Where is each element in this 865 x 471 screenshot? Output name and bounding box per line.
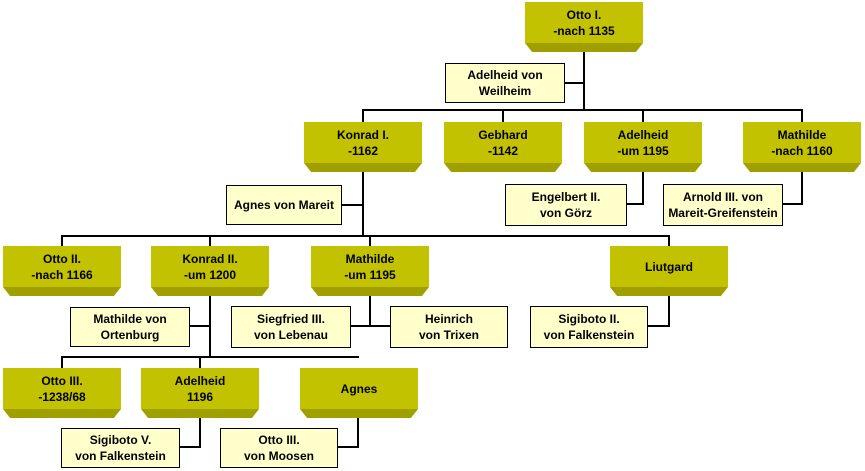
spouse-adelheid-von-weilheim: Adelheid von Weilheim — [445, 63, 565, 103]
person-adelheid-2: Adelheid 1196 — [141, 368, 259, 418]
spouse-sigiboto-2-von-falkenstein: Sigiboto II. von Falkenstein — [530, 306, 648, 348]
person-liutgard: Liutgard — [610, 246, 728, 296]
spouse-engelbert-von-goerz: Engelbert II. von Görz — [505, 184, 627, 226]
person-gebhard: Gebhard -1142 — [444, 122, 562, 172]
spouse-heinrich-von-trixen: Heinrich von Trixen — [390, 306, 508, 348]
person-otto-1: Otto I. -nach 1135 — [525, 2, 643, 52]
spouse-otto-3-von-moosen: Otto III. von Moosen — [220, 428, 338, 468]
person-agnes: Agnes — [300, 368, 418, 418]
spouse-agnes-von-mareit: Agnes von Mareit — [226, 185, 342, 225]
spouse-sigiboto-5-von-falkenstein: Sigiboto V. von Falkenstein — [61, 428, 180, 468]
person-adelheid-1: Adelheid -um 1195 — [584, 122, 702, 172]
person-otto-2: Otto II. -nach 1166 — [3, 246, 121, 296]
person-mathilde-2: Mathilde -um 1195 — [311, 246, 429, 296]
spouse-mathilde-von-ortenburg: Mathilde von Ortenburg — [70, 307, 190, 347]
spouse-arnold-von-mareit-greifenstein: Arnold III. von Mareit-Greifenstein — [663, 184, 783, 226]
spouse-siegfried-von-lebenau: Siegfried III. von Lebenau — [231, 306, 351, 348]
person-konrad-2: Konrad II. -um 1200 — [151, 246, 269, 296]
person-konrad-1: Konrad I. -1162 — [304, 122, 422, 172]
person-otto-3: Otto III. -1238/68 — [3, 368, 121, 418]
person-mathilde-1: Mathilde -nach 1160 — [743, 122, 861, 172]
